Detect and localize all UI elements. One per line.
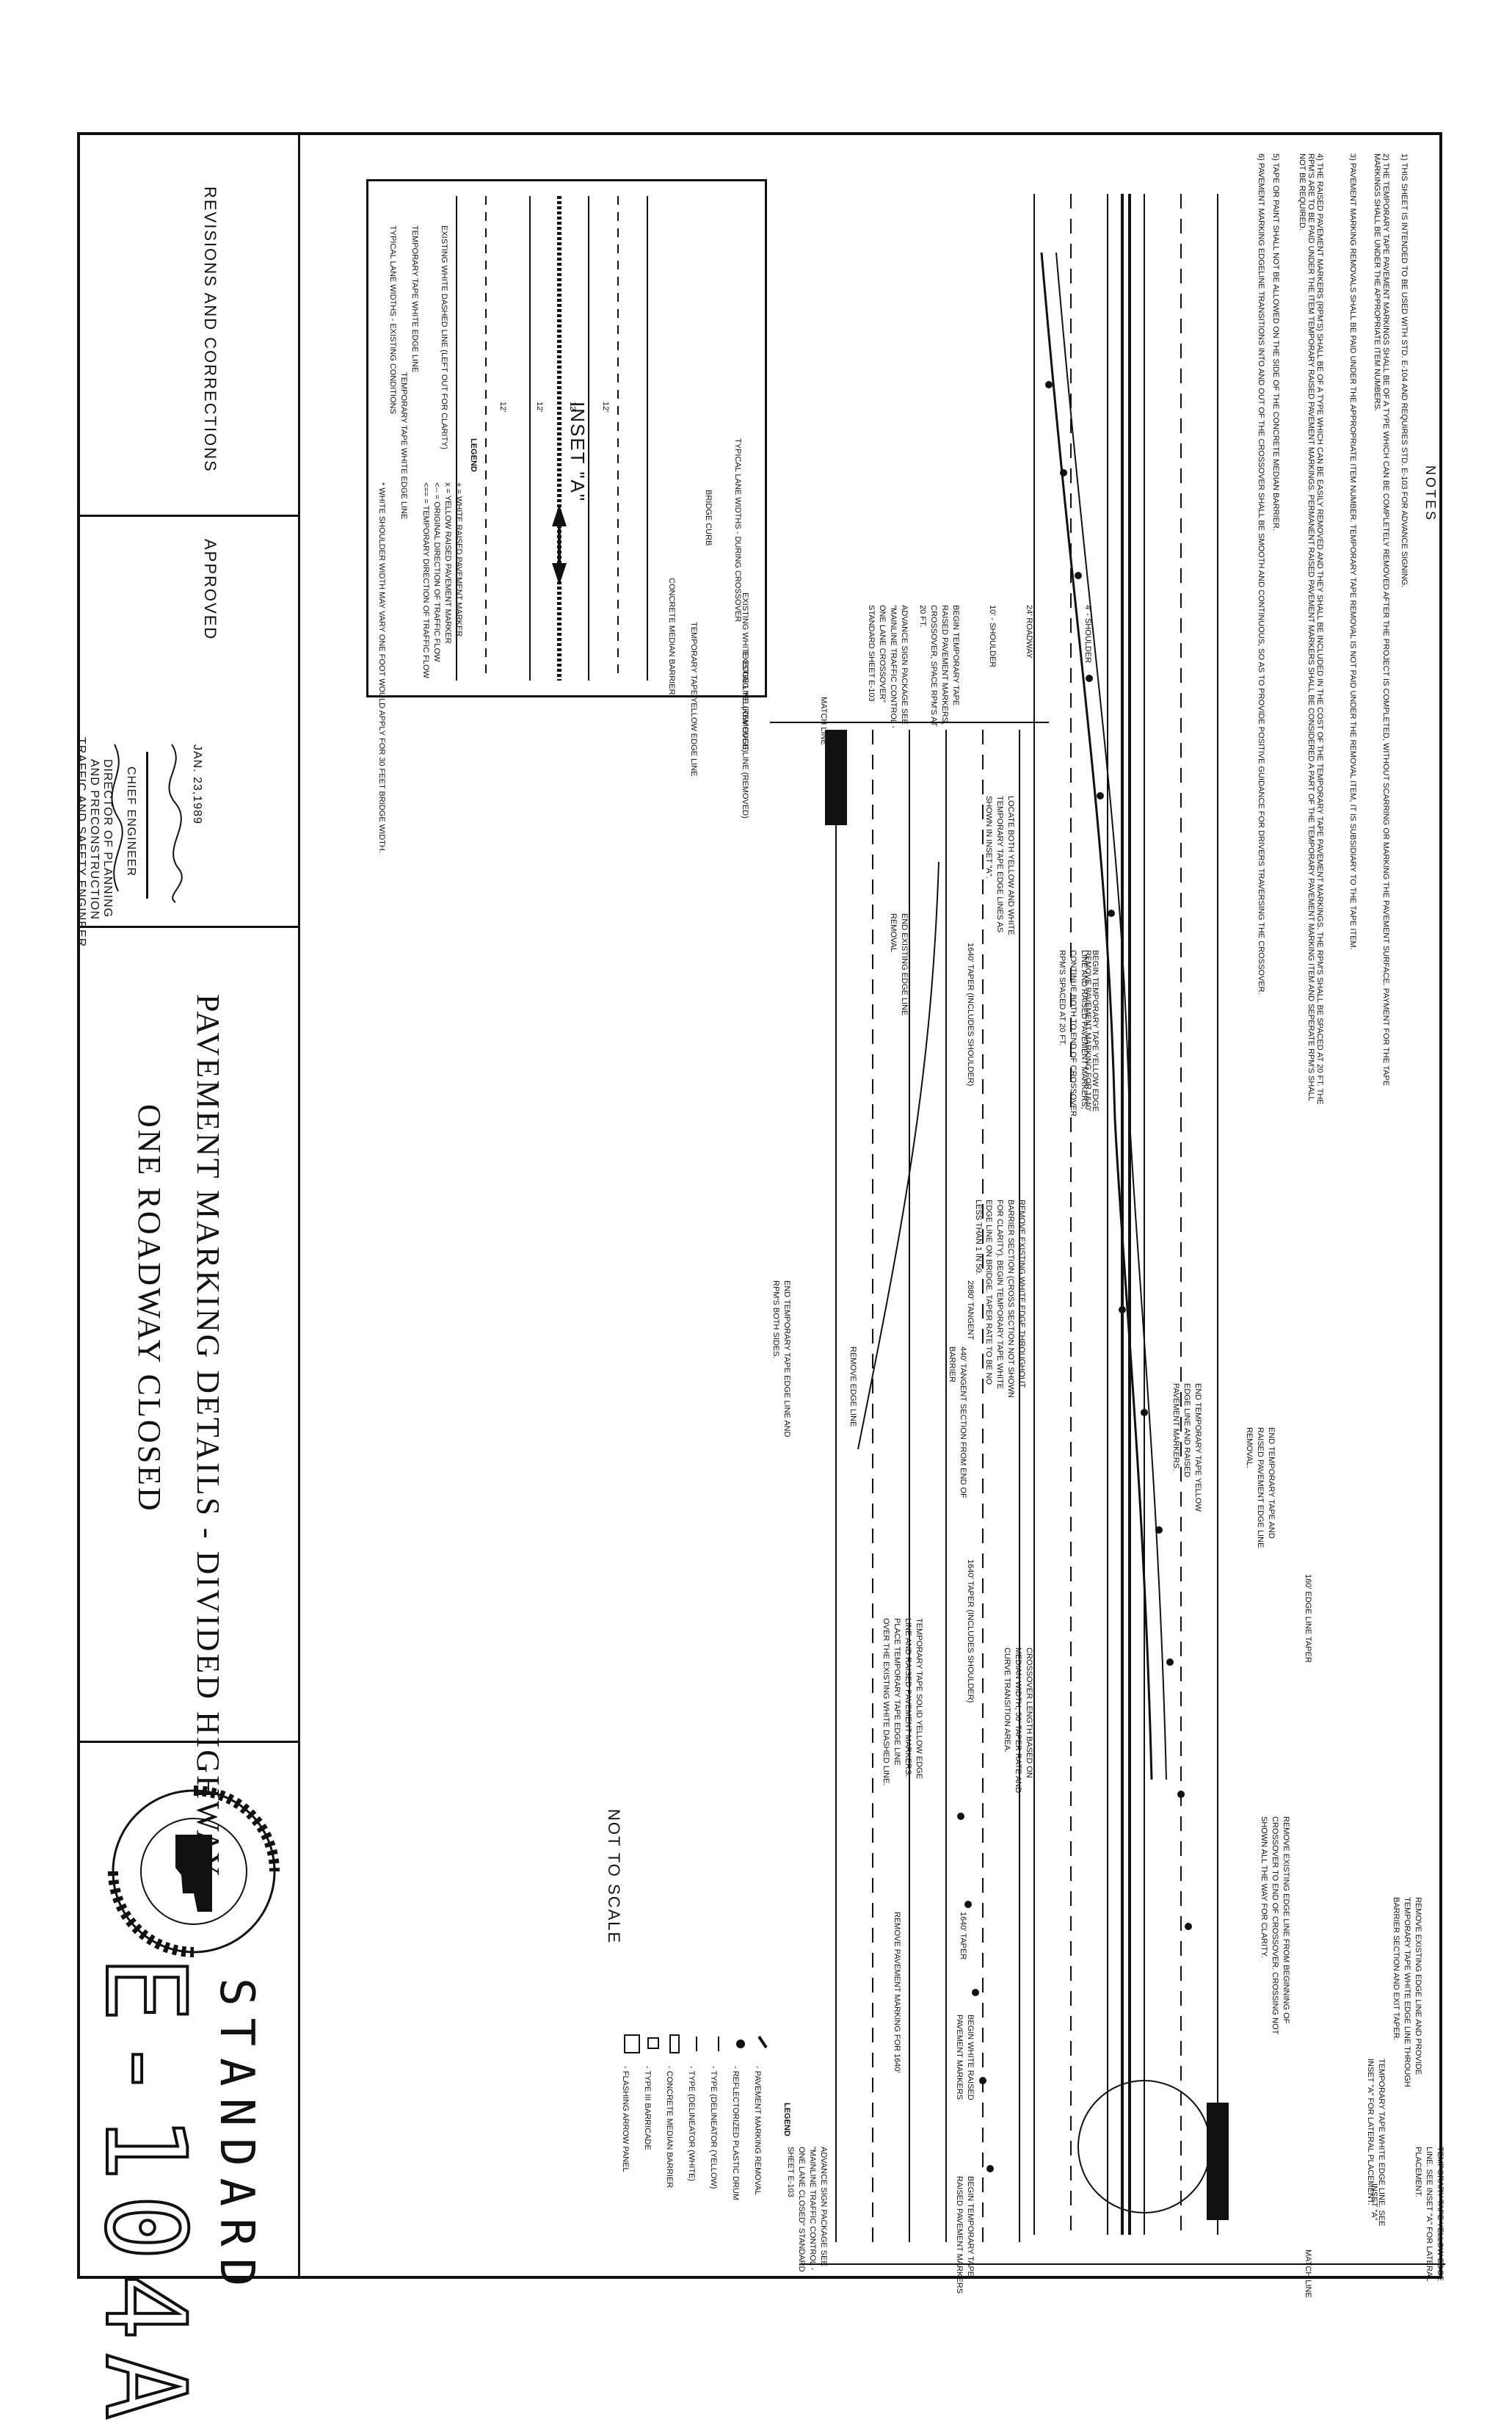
agency-seal-icon [108, 1785, 280, 1957]
inset-legend-title: LEGEND [469, 438, 478, 472]
upper-label-17: TEMPORARY TAPE WHITE EDGE LINE. SEE INSE… [1366, 2059, 1386, 2227]
approval-box: APPROVED JAN. 23,1989 CHIEF ENGINEER DIR… [75, 517, 298, 947]
not-to-scale-label: NOT TO SCALE [605, 1809, 623, 1945]
inset-dim-1: 12' [498, 402, 507, 413]
inset-label-4: CONCRETE MEDIAN BARRIER [667, 578, 676, 695]
legend-block: LEGEND - PAVEMENT MARKING REMOVAL - REFL… [520, 2022, 799, 2264]
revisions-label: REVISIONS AND CORRECTIONS [201, 186, 219, 473]
standard-label: STANDARD [209, 1978, 263, 2299]
inset-dim-3: 12' [568, 402, 577, 413]
upper-label-15: REMOVE EXISTING EDGE LINE FROM BEGINNING… [1260, 1816, 1290, 2035]
legend-item-5: - CONCRETE MEDIAN BARRIER [665, 2066, 674, 2189]
legend-item-7: - FLASHING ARROW PANEL [621, 2066, 630, 2172]
legend-title: LEGEND [782, 2103, 791, 2136]
upper-label-5: ADVANCE SIGN PACKAGE SEE "MAINLINE TRAFF… [867, 605, 909, 729]
upper-label-11: END TEMPORARY TAPE YELLOW EDGE LINE AND … [1171, 1383, 1202, 1512]
signature-line [146, 752, 148, 899]
inset-label-2: BRIDGE CURB [704, 490, 713, 546]
lower-label-1: LOCATE BOTH YELLOW AND WHITE TEMPORARY T… [984, 796, 1015, 935]
upper-label-19: INSET "A" [1370, 2183, 1378, 2221]
inset-dim-2: 12' [535, 402, 544, 413]
inset-legend-3: <-- = ORIGINAL DIRECTION OF TRAFFIC FLOW [432, 482, 441, 662]
legend-symbols [624, 2034, 768, 2053]
inset-label-5: TEMPORARY TAPE YELLOW EDGE LINE [689, 622, 698, 777]
legend-item-1: - PAVEMENT MARKING REMOVAL [753, 2066, 762, 2195]
upper-label-12: END TEMPORARY TAPE AND RAISED PAVEMENT E… [1245, 1427, 1276, 1548]
upper-label-18: TEMPORARY TAPE YELLOW EDGE LINE. SEE INS… [1414, 2147, 1444, 2282]
inset-legend-4: <== = TEMPORARY DIRECTION OF TRAFFIC FLO… [421, 482, 430, 678]
upper-label-4: BEGIN TEMPORARY TAPE RAISED PAVEMENT MAR… [918, 605, 960, 727]
standard-number: E-104A [79, 1954, 210, 2433]
lower-label-4: 440' TANGENT SECTION FROM END OF BARRIER [948, 1346, 967, 1498]
inset-legend-1: + = WHITE RAISED PAVEMENT MARKER [454, 482, 463, 637]
legend-item-3: - TYPE (DELINEATOR (YELLOW) [709, 2066, 718, 2189]
inset-label-9: TYPICAL LANE WIDTHS - EXISTING CONDITION… [388, 225, 397, 414]
inset-label-10: TEMPORARY TAPE WHITE EDGE LINE [399, 372, 408, 520]
upper-label-7: BEGIN TEMPORARY TAPE YELLOW EDGE LINE AN… [1058, 950, 1100, 1120]
signature-scribble-2 [111, 744, 123, 892]
standard-box: STANDARD E-104A [79, 1743, 298, 2433]
inset-label-7: TEMPORARY TAPE WHITE EDGE LINE [410, 225, 419, 373]
lower-label-7: TEMPORARY TAPE SOLID YELLOW EDGE LINE AN… [882, 1618, 923, 1786]
drawing-sheet: REVISIONS AND CORRECTIONS APPROVED JAN. … [75, 132, 1445, 2433]
approved-label: APPROVED [201, 539, 219, 641]
legend-item-4: - TYPE (DELINEATOR (WHITE) [687, 2066, 696, 2182]
lower-label-6: END TEMPORARY TAPE EDGE LINE AND RPM'S B… [771, 1280, 791, 1437]
upper-label-3: 24' ROADWAY [1025, 605, 1033, 659]
lower-label-3: REMOVE EXISTING WHITE EDGE THROUGHOUT BA… [973, 1200, 1026, 1398]
inset-label-6: EXISTING YELLOW EDGE LINE (REMOVED) [741, 651, 749, 819]
inset-label-8: EXISTING WHITE DASHED LINE (LEFT OUT FOR… [440, 225, 448, 450]
upper-label-2: 10' - SHOULDER [988, 605, 997, 668]
inset-legend-2: x = YELLOW RAISED PAVEMENT MARKER [443, 482, 452, 644]
sign-traffic: TRAFFIC AND SAFETY ENGINEER [75, 737, 87, 948]
lower-label-9: REMOVE PAVEMENT MARKING FOR 1640' [893, 1912, 901, 2073]
sheet-title-line2: ONE ROADWAY CLOSED [131, 1104, 167, 1513]
upper-label-13: 160' EDGE LINE TAPER [1304, 1574, 1312, 1663]
title-box: PAVEMENT MARKING DETAILS - DIVIDED HIGHW… [80, 928, 298, 1878]
upper-plan-drawing [799, 194, 1445, 2265]
inset-drawing [456, 196, 648, 681]
upper-label-16: REMOVE EXISTING EDGE LINE AND PROVIDE TE… [1392, 1897, 1422, 2087]
legend-item-2: - REFLECTORIZED PLASTIC DRUM [731, 2066, 740, 2201]
title-block: REVISIONS AND CORRECTIONS APPROVED JAN. … [75, 135, 300, 2433]
lower-match-line: MATCH LINE [819, 697, 828, 745]
lower-plan-drawing [770, 722, 1049, 2242]
lower-label-10: BEGIN WHITE RAISED PAVEMENT MARKERS [955, 2015, 975, 2100]
upper-match-line: MATCH LINE [1304, 2249, 1312, 2298]
inset-dim-4: 12' [601, 402, 610, 413]
signature-scribble [168, 744, 183, 903]
lower-label-5: REMOVE EDGE LINE [848, 1346, 857, 1427]
sign-director-2: AND PRECONSTRUCTION [88, 759, 101, 921]
revisions-box: REVISIONS AND CORRECTIONS [80, 135, 298, 517]
inset-a-box: INSET "A" TYPICAL LANE WIDTHS - DURING C… [366, 179, 767, 853]
sign-director: DIRECTOR OF PLANNING [101, 759, 114, 918]
lower-label-2: END EXISTING EDGE LINE REMOVAL [889, 913, 909, 1016]
upper-label-1: 4' - SHOULDER [1083, 605, 1092, 664]
drawing-area: NOTES 1) THIS SHEET IS INTENDED TO BE US… [300, 135, 1445, 2298]
lower-label-12: BEGIN TEMPORARY TAPE RAISED PAVEMENT MAR… [955, 2176, 975, 2294]
legend-item-6: - TYPE III BARRICADE [643, 2066, 652, 2150]
inset-legend-5: * WHITE SHOULDER WIDTH MAY VARY ONE FOOT… [377, 482, 386, 853]
lower-label-8: 1640' TAPER [959, 1912, 967, 1960]
